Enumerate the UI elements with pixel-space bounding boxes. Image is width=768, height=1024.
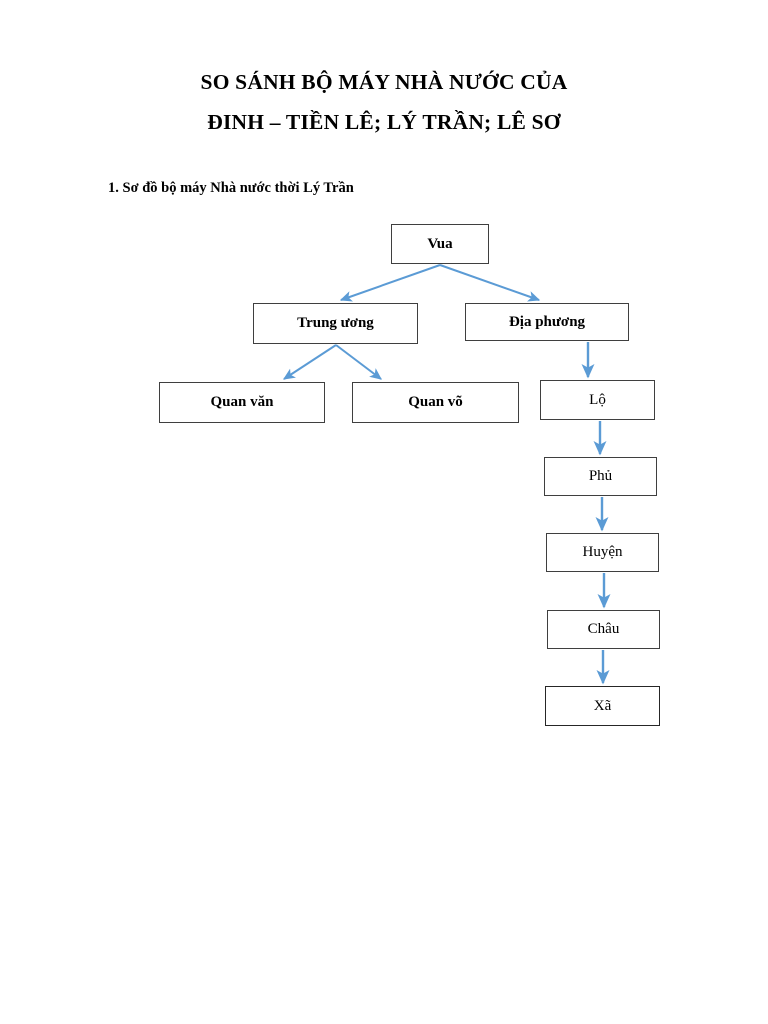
node-dia-phuong[interactable]: Địa phương xyxy=(465,303,629,341)
document-title-line-1: SO SÁNH BỘ MÁY NHÀ NƯỚC CỦA xyxy=(200,70,568,94)
node-trung-uong[interactable]: Trung ương xyxy=(253,303,418,344)
node-lo[interactable]: Lộ xyxy=(540,380,655,420)
node-chau[interactable]: Châu xyxy=(547,610,660,649)
node-quan-vo[interactable]: Quan võ xyxy=(352,382,519,423)
document-title-line-2: ĐINH – TIỀN LÊ; LÝ TRẦN; LÊ SƠ xyxy=(207,110,561,134)
edge-vua-dia-phuong xyxy=(439,264,541,302)
edge-vua-trung-uong xyxy=(339,264,441,302)
section-heading: 1. Sơ đồ bộ máy Nhà nước thời Lý Trần xyxy=(108,180,354,196)
node-phu[interactable]: Phủ xyxy=(544,457,657,496)
node-huyen[interactable]: Huyện xyxy=(546,533,659,572)
node-vua[interactable]: Vua xyxy=(391,224,489,264)
edge-trung-uong-quan-van xyxy=(282,344,337,380)
node-quan-van[interactable]: Quan văn xyxy=(159,382,325,423)
node-xa[interactable]: Xã xyxy=(545,686,660,726)
edge-trung-uong-quan-vo xyxy=(335,344,382,380)
